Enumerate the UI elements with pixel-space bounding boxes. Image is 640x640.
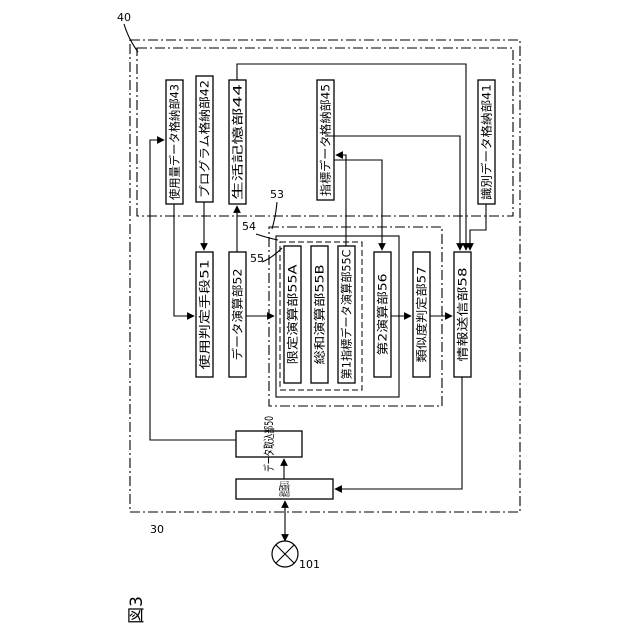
wire-datatake-usagestore (150, 140, 236, 440)
life-memory-label: 生活記憶部44 (231, 84, 245, 200)
wire-indexstore-infosend (325, 136, 460, 250)
ref-inner-leader (256, 234, 278, 240)
info-send-label: 情報送信部58 (456, 268, 470, 362)
similarity-label: 類似度判定部57 (415, 267, 429, 363)
ref-storage-leader (124, 24, 138, 52)
ref-storage: 40 (117, 11, 131, 24)
ref-compute: 53 (270, 188, 284, 201)
comm-label: 通信回路31 (278, 481, 292, 497)
ref-inner: 54 (242, 220, 256, 233)
ref-device: 101 (299, 558, 320, 571)
ref-inner2-leader (262, 248, 282, 262)
limit-calc-label: 限定演算部55A (286, 264, 300, 364)
wire-lifememory-infosend (237, 64, 466, 250)
ref-outer: 30 (150, 523, 164, 536)
program-store-label: プログラム格納部42 (198, 80, 212, 198)
wire-index1calc-indexstore (336, 155, 346, 246)
figure-label: 図3 (127, 596, 147, 624)
sum-calc-label: 総和演算部55B (313, 264, 327, 364)
calc2-label: 第2演算部56 (376, 274, 390, 356)
data-calc-label: データ演算部52 (231, 269, 245, 361)
wire-usagestore-usagejudge (174, 204, 194, 316)
id-store-label: 識別データ格納部41 (480, 84, 494, 200)
ref-inner2: 55 (250, 252, 264, 265)
usage-store-label: 使用量データ格納部43 (168, 84, 182, 200)
wire-idstore-infosend (470, 204, 486, 250)
usage-judge-label: 使用判定手段51 (198, 260, 212, 370)
index1-calc-label: 第1指標データ演算部55C (340, 250, 354, 380)
index-store-label: 指標データ格納部45 (319, 84, 333, 196)
data-take-label: データ取込部50 (262, 416, 276, 472)
